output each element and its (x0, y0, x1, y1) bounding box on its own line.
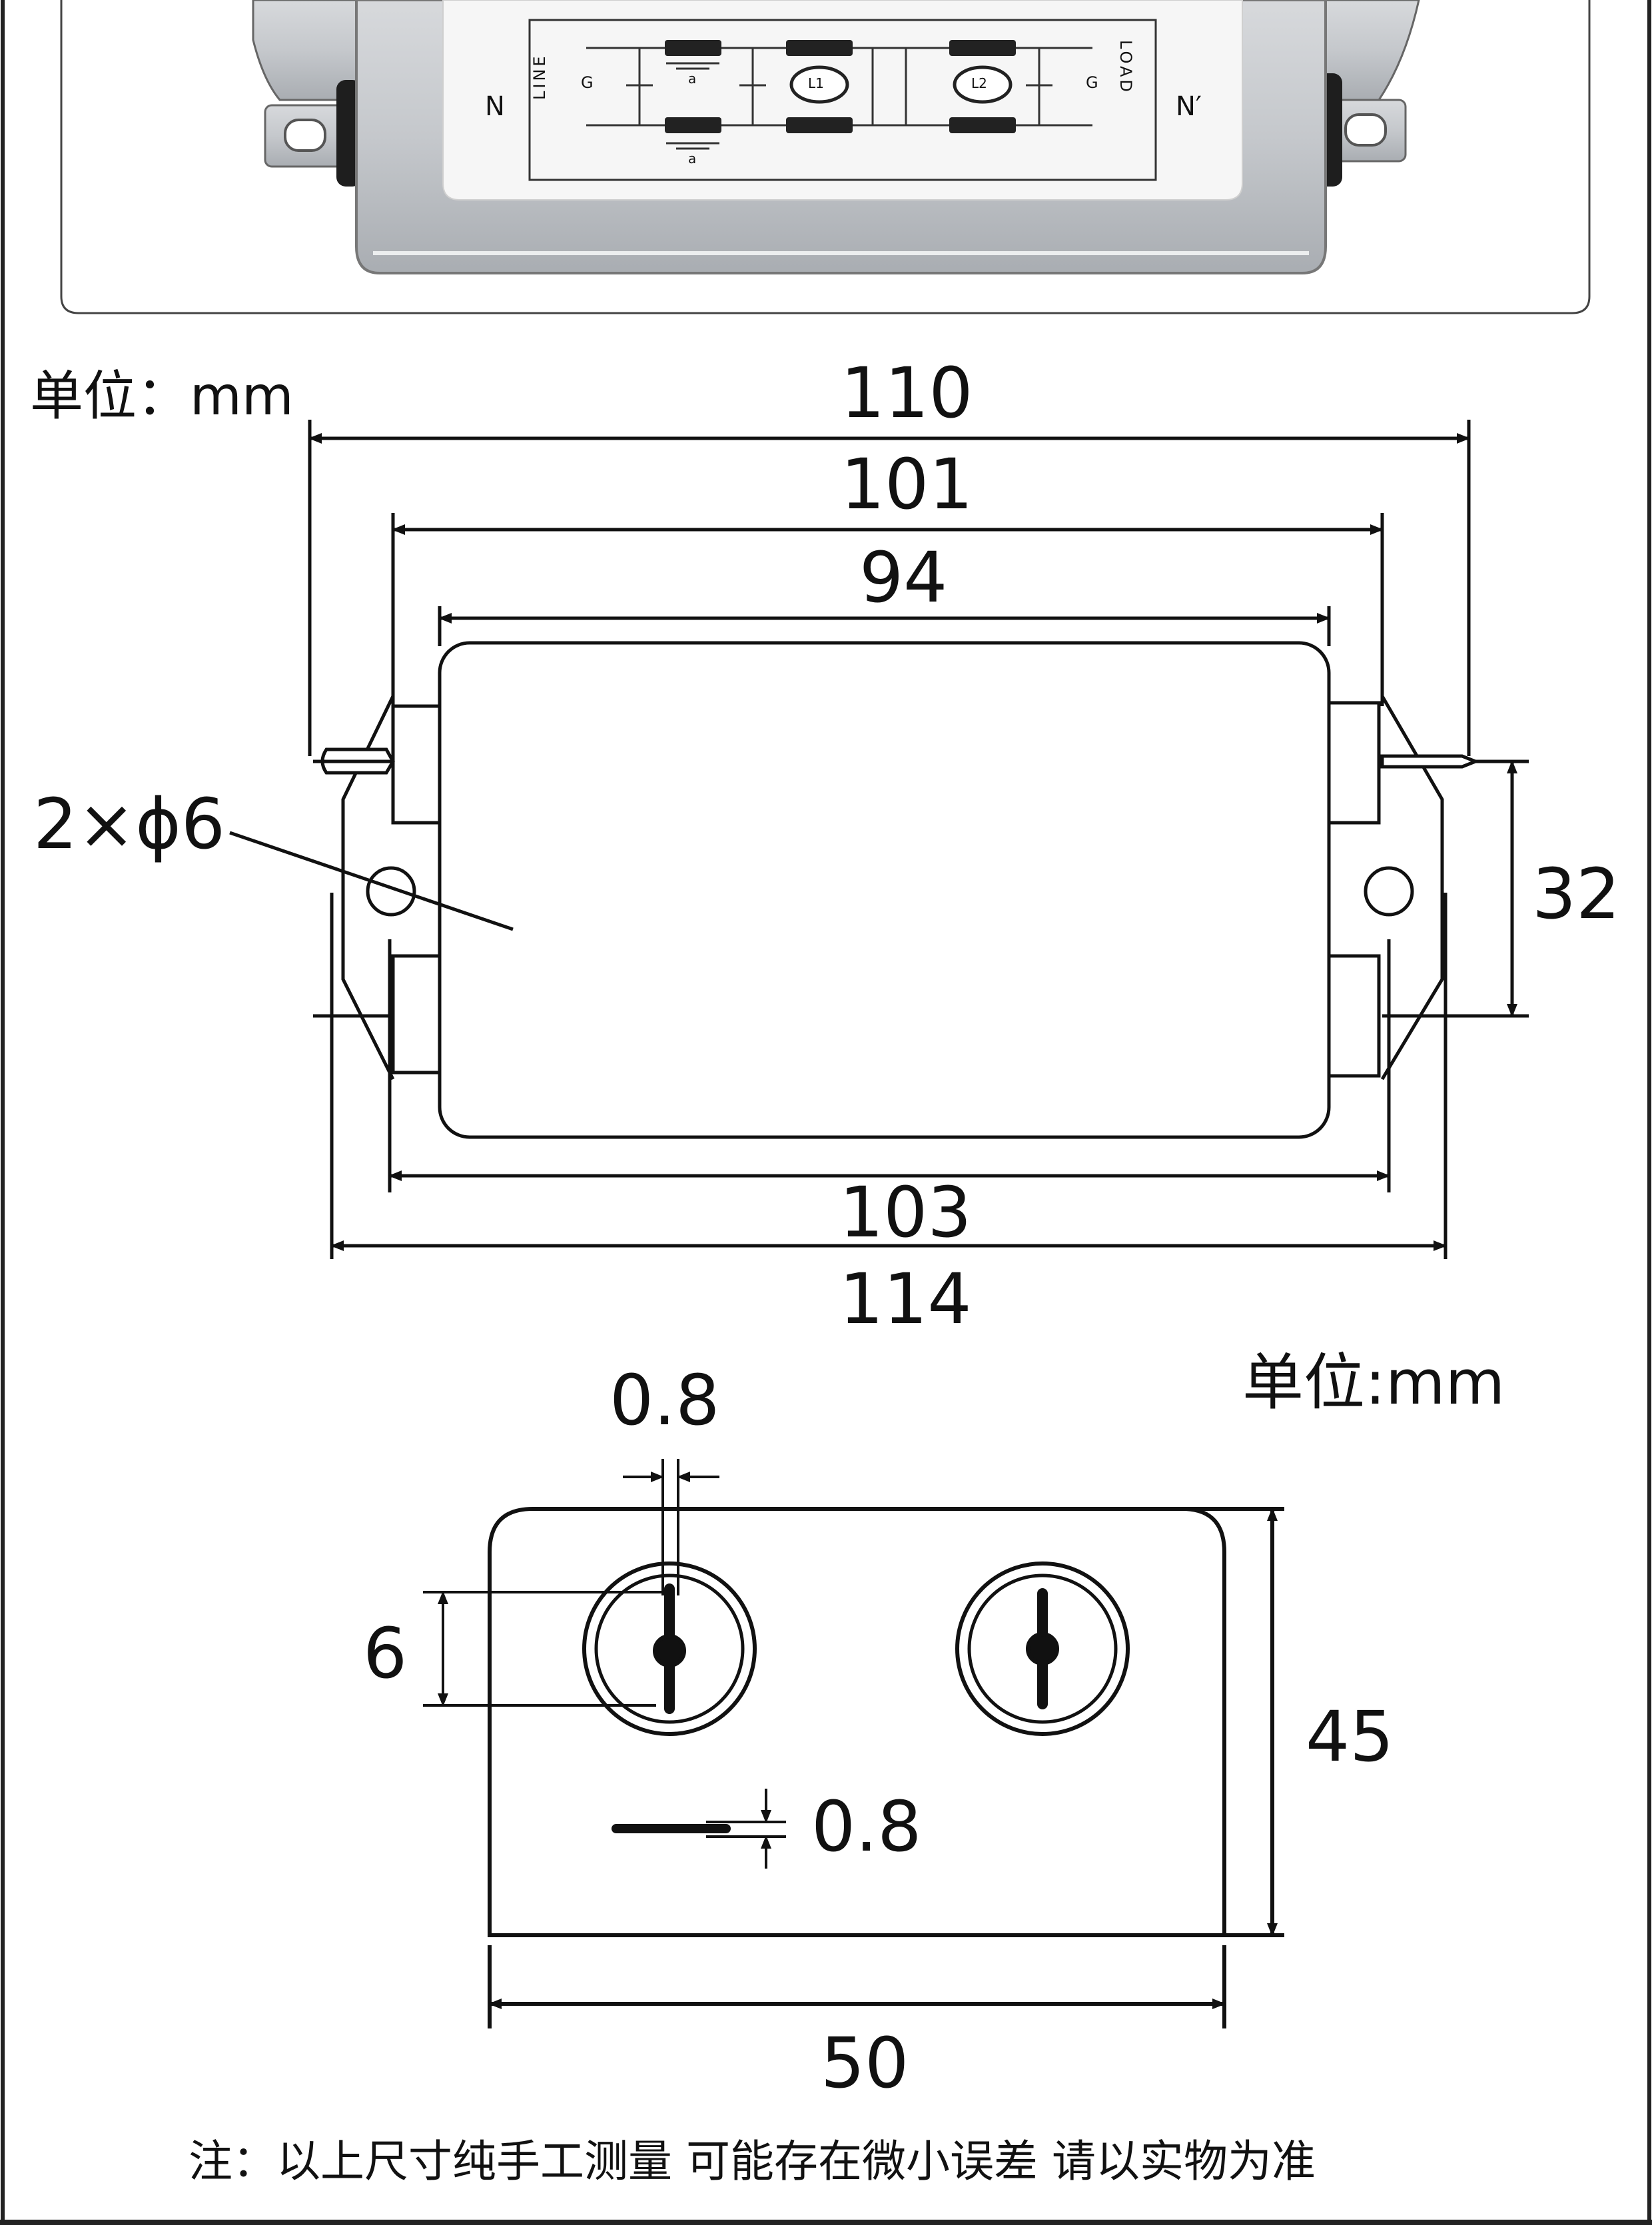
side-terminal-right-outer (955, 1561, 1130, 1736)
dim-114-text: 114 (839, 1258, 972, 1340)
terminal-block-bottom-right (1327, 954, 1381, 1078)
dim-110-text: 110 (841, 352, 973, 434)
dim-103-text: 103 (839, 1172, 972, 1253)
disclaimer-note: 注：以上尺寸纯手工测量 可能存在微小误差 请以实物为准 (189, 2136, 1316, 2187)
side-terminal-left-inner (594, 1573, 745, 1724)
hole-leader (229, 831, 514, 931)
pin-top-right (1380, 754, 1480, 769)
side-terminal-left-outer (582, 1561, 757, 1736)
dim-08-width-text: 0.8 (610, 1360, 720, 1441)
photo-label-g-left: G (581, 73, 596, 92)
photo-label-line: LINE (530, 53, 549, 100)
photo-label-a-bottom: a (688, 151, 699, 167)
flange-top-left (252, 0, 374, 101)
side-terminal-right-inner (967, 1573, 1118, 1724)
filter-body-outline (438, 641, 1331, 1139)
filter-label (442, 0, 1243, 201)
photo-label-a-top: a (688, 71, 699, 87)
schematic-inductors (665, 40, 1016, 133)
photo-terminal-n: N (485, 91, 505, 122)
terminal-block-top-left (391, 704, 442, 825)
side-terminal-left-screw (653, 1634, 686, 1667)
tab-left-hole (284, 119, 326, 152)
tab-right-hole (1344, 113, 1387, 147)
photo-terminal-n-prime: N′ (1176, 91, 1202, 122)
dim-50-text: 50 (821, 2022, 909, 2104)
photo-label-g-right: G (1086, 73, 1101, 92)
terminal-block-bottom-left (391, 954, 442, 1075)
side-body-outline (488, 1507, 1226, 1937)
dim-6-text: 6 (363, 1613, 408, 1694)
side-view-unit: 单位:mm (1242, 1347, 1505, 1418)
terminal-block-top-right (1327, 701, 1381, 825)
photo-label-l1: L1 (808, 75, 824, 91)
dim-08-thickness-text: 0.8 (811, 1786, 922, 1867)
mount-hole-left (366, 866, 416, 917)
dim-32-text: 32 (1532, 853, 1621, 935)
top-view-drawing (229, 420, 1529, 1259)
dim-94-text: 94 (859, 537, 948, 618)
side-view-drawing (423, 1459, 1284, 2028)
side-terminal-right-screw (1026, 1632, 1059, 1665)
choke-l2 (953, 65, 1013, 104)
dim-45-text: 45 (1306, 1696, 1394, 1777)
product-photo (60, 0, 1591, 314)
mount-hole-right (1364, 866, 1414, 917)
photo-label-load: LOAD (1116, 40, 1135, 95)
photo-label-l2: L2 (971, 75, 987, 91)
hole-callout-text: 2×ϕ6 (33, 783, 226, 865)
choke-l1 (789, 65, 849, 104)
schematic-box (528, 19, 1157, 181)
top-view-unit: 单位：mm (30, 365, 294, 427)
dim-101-text: 101 (841, 444, 973, 525)
